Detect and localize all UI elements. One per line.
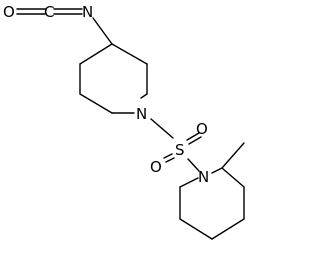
bond-s-n-lower — [187, 158, 200, 172]
atom-o-isocyanate: O — [3, 3, 15, 21]
structure-diagram: O C N N S O O N — [3, 3, 245, 240]
atom-n-isocyanate: N — [82, 3, 93, 21]
bond-n-s — [150, 118, 174, 139]
bond-s-o-top-b — [188, 136, 202, 145]
bond-n-c4 — [92, 17, 113, 45]
molecule-canvas: O C N N S O O N — [3, 3, 245, 240]
bond-s-o-left-b — [165, 157, 175, 163]
bond-ring1-c2-n — [140, 93, 148, 99]
atom-labels: O C N N S O O N — [3, 3, 209, 186]
bond-ring2-c5-c6 — [179, 218, 213, 240]
bond-s-o-left-a — [163, 153, 173, 159]
bond-ring2-c7-n — [179, 177, 199, 188]
bond-ring2-n-c2 — [211, 167, 223, 174]
atom-o-sulfonyl-top: O — [196, 120, 208, 138]
bond-ring2-c2-c3 — [221, 167, 245, 188]
bond-ring2-c2-methyl — [221, 142, 245, 169]
atom-n-piperidine-bottom: N — [198, 168, 209, 186]
bonds — [16, 8, 245, 240]
bond-ring2-c4-c5 — [211, 218, 245, 240]
bond-ring1-c4b-c4 — [79, 43, 113, 65]
bond-s-o-top-a — [186, 132, 200, 141]
bond-ring1-c4-c3 — [111, 43, 148, 65]
atom-o-sulfonyl-left: O — [150, 158, 162, 176]
atom-s-sulfonyl: S — [175, 141, 185, 159]
atom-c-isocyanate: C — [44, 3, 54, 21]
bond-ring1-c6-c5 — [79, 93, 113, 114]
atom-n-piperidine-top: N — [136, 105, 147, 123]
